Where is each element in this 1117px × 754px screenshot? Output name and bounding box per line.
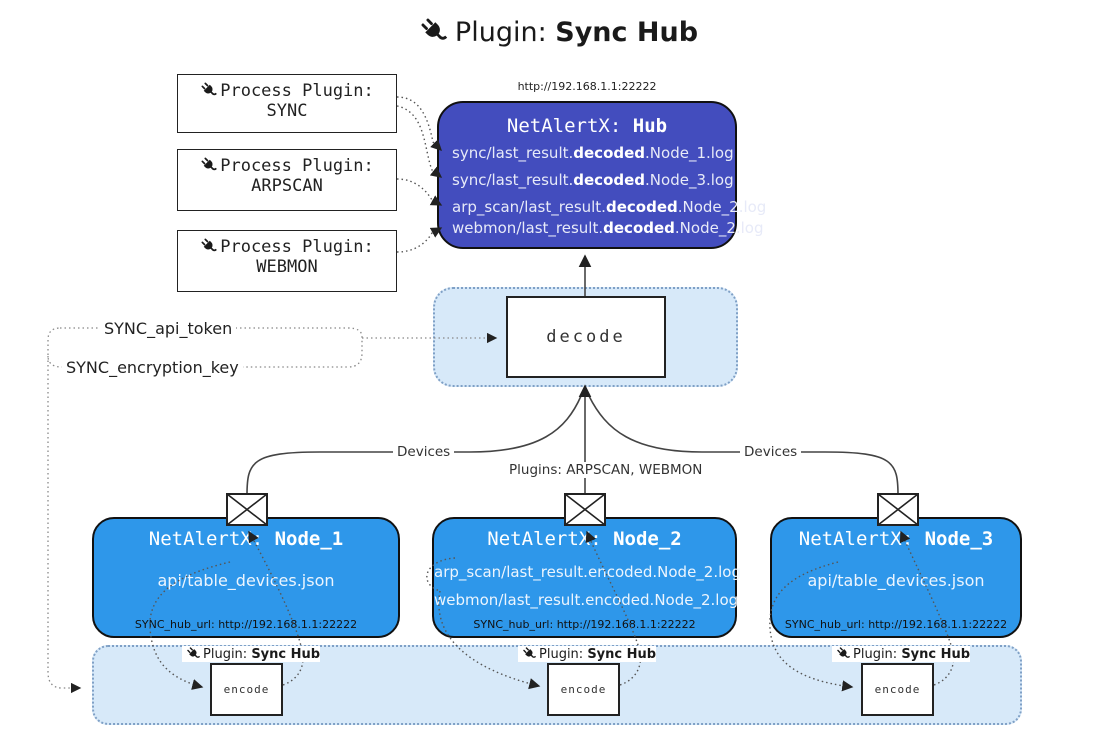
netalertx-node3-box: NetAlertX: Node_3 api/table_devices.json… bbox=[770, 517, 1022, 638]
page-title: Plugin: Sync Hub bbox=[0, 16, 1117, 48]
decode-box: decode bbox=[506, 296, 666, 378]
edge-arpscan-to-hub bbox=[396, 178, 443, 206]
edge-sync-to-hub-2 bbox=[396, 105, 443, 178]
encoder-label: Plugin: Sync Hub bbox=[832, 646, 970, 662]
hub-log-line: sync/last_result.decoded.Node_3.log bbox=[452, 171, 734, 189]
encode-box: encode bbox=[547, 663, 620, 716]
process-plugin-sync-box: Process Plugin: SYNC bbox=[177, 74, 397, 133]
sync-api-token-label: SYNC_api_token bbox=[100, 319, 237, 338]
process-plugin-label: Process Plugin: bbox=[220, 237, 374, 257]
process-plugin-label: Process Plugin: bbox=[220, 156, 374, 176]
process-plugin-name: WEBMON bbox=[256, 257, 318, 277]
encoder-label: Plugin: Sync Hub bbox=[182, 646, 320, 662]
hub-log-line: sync/last_result.decoded.Node_1.log bbox=[452, 144, 734, 162]
node-file: api/table_devices.json bbox=[807, 571, 985, 590]
netalertx-node2-box: NetAlertX: Node_2 arp_scan/last_result.e… bbox=[432, 517, 741, 638]
config-to-band bbox=[47, 356, 82, 694]
node-hub-url: SYNC_hub_url: http://192.168.1.1:22222 bbox=[134, 618, 358, 631]
hub-log-line: webmon/last_result.decoded.Node_2.log bbox=[452, 219, 764, 237]
title-text: Plugin: bbox=[454, 17, 556, 48]
hub-title: NetAlertX: Hub bbox=[506, 115, 668, 137]
plug-icon bbox=[837, 647, 851, 658]
plug-icon bbox=[201, 157, 218, 171]
edge-webmon-to-hub bbox=[396, 227, 443, 253]
encode-box: encode bbox=[861, 663, 934, 716]
netalertx-hub-box: NetAlertX: Hub sync/last_result.decoded.… bbox=[437, 101, 767, 249]
node-hub-url: SYNC_hub_url: http://192.168.1.1:22222 bbox=[473, 618, 696, 631]
process-plugin-arpscan-box: Process Plugin: ARPSCAN bbox=[177, 149, 397, 211]
hub-log-line: arp_scan/last_result.decoded.Node_2.log bbox=[452, 198, 767, 216]
sync-encryption-key-label: SYNC_encryption_key bbox=[62, 358, 243, 377]
process-plugin-webmon-box: Process Plugin: WEBMON bbox=[177, 230, 397, 292]
node-title: NetAlertX: Node_2 bbox=[487, 528, 682, 550]
process-plugin-label: Process Plugin: bbox=[220, 81, 374, 101]
netalertx-node1-box: NetAlertX: Node_1 api/table_devices.json… bbox=[92, 517, 400, 638]
plug-icon bbox=[187, 647, 201, 658]
plug-icon bbox=[421, 18, 448, 40]
hub-url-label: http://192.168.1.1:22222 bbox=[517, 80, 657, 93]
node-file: api/table_devices.json bbox=[157, 571, 335, 590]
encoder-label: Plugin: Sync Hub bbox=[518, 646, 656, 662]
plug-icon bbox=[523, 647, 537, 658]
plug-icon bbox=[201, 238, 218, 252]
title-text-bold: Sync Hub bbox=[555, 17, 699, 48]
edge-sync-to-hub-1 bbox=[396, 96, 442, 151]
node-file: arp_scan/last_result.encoded.Node_2.log bbox=[434, 563, 741, 581]
encode-box: encode bbox=[210, 663, 283, 716]
plug-icon bbox=[201, 82, 218, 96]
process-plugin-name: SYNC bbox=[266, 101, 308, 121]
node-title: NetAlertX: Node_3 bbox=[798, 528, 994, 550]
node-title: NetAlertX: Node_1 bbox=[148, 528, 344, 550]
node-file: webmon/last_result.encoded.Node_2.log bbox=[434, 591, 739, 609]
process-plugin-name: ARPSCAN bbox=[251, 176, 323, 196]
plugins-edge-label: Plugins: ARPSCAN, WEBMON bbox=[505, 462, 707, 478]
devices-edge-label-right: Devices bbox=[740, 444, 802, 460]
node-hub-url: SYNC_hub_url: http://192.168.1.1:22222 bbox=[784, 618, 1008, 631]
devices-edge-label-left: Devices bbox=[393, 444, 455, 460]
